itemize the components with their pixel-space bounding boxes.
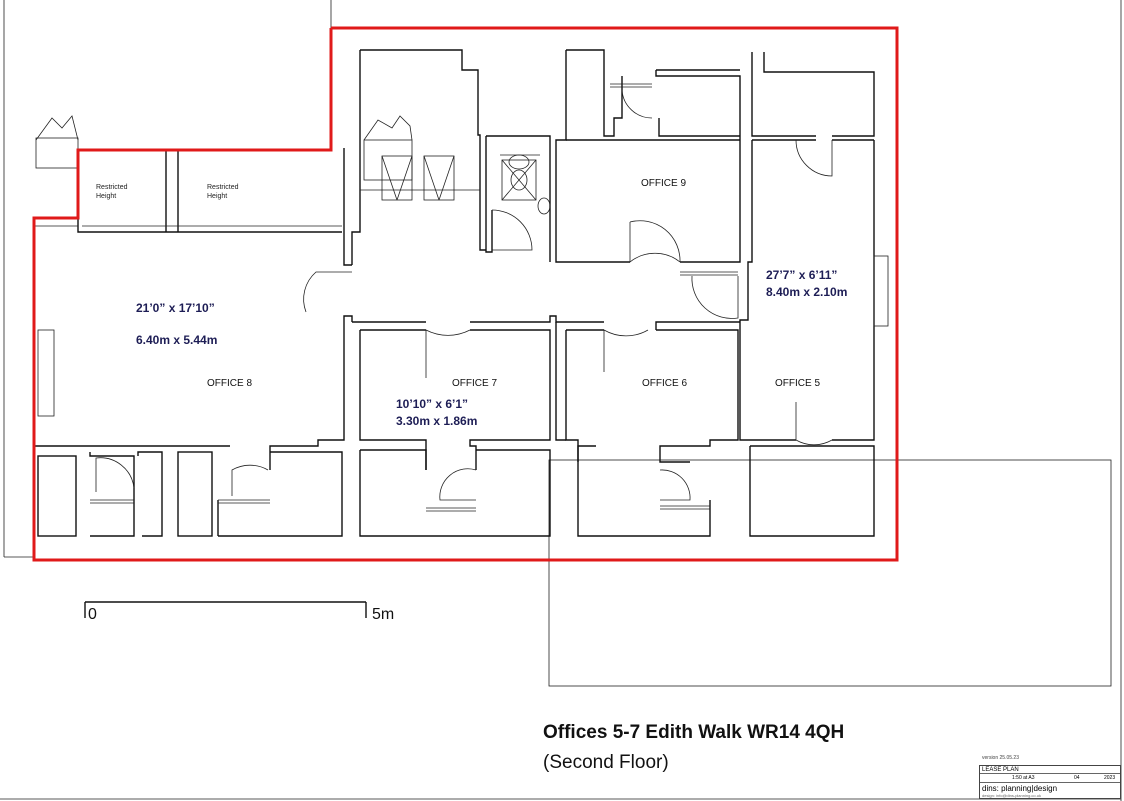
office-8-label: OFFICE 8 [207,378,252,389]
title-block-company: dins: planning|design [982,784,1058,793]
office-8-dim-imperial: 21’0” x 17’10” [136,301,215,315]
title-block-scale: 1:50 at A3 [1012,775,1035,781]
office-6-label: OFFICE 6 [642,378,687,389]
title-block-version: version 25.05.23 [982,755,1019,761]
title-block-sheet: 04 [1074,775,1080,781]
scale-end-label: 5m [372,606,394,623]
office-5-dim-metric: 8.40m x 2.10m [766,285,847,299]
lease-boundary [32,26,899,562]
office-7-dim-imperial: 10’10” x 6’1” [396,397,468,411]
office-7-label: OFFICE 7 [452,378,497,389]
title-block-year: 2023 [1104,775,1116,781]
restricted-label-2-line2: Height [207,193,227,200]
title-block-contact: design: info@dins-planning.co.uk [982,793,1041,798]
office-5-dim-imperial: 27’7” x 6’11” [766,268,837,282]
office-8-dim-metric: 6.40m x 5.44m [136,333,217,347]
title-block-details: 1:50 at A3 04 2023 [980,774,1120,783]
scale-start-label: 0 [88,606,97,623]
scale-bar: 0 5m [84,601,394,623]
drawing-subtitle: (Second Floor) [543,752,669,773]
restricted-label-2-line1: Restricted [207,184,239,191]
restricted-label-1-line2: Height [96,193,116,200]
restricted-label-1-line1: Restricted [96,184,128,191]
door-swings [95,89,833,501]
office-7-dim-metric: 3.30m x 1.86m [396,414,477,428]
office-5-label: OFFICE 5 [775,378,820,389]
title-block-heading: LEASE PLAN [980,766,1120,774]
fittings [35,115,551,215]
title-block: LEASE PLAN 1:50 at A3 04 2023 dins: plan… [979,765,1121,799]
walls [34,49,889,537]
office-9-label: OFFICE 9 [641,178,686,189]
drawing-title: Offices 5-7 Edith Walk WR14 4QH [543,722,845,743]
